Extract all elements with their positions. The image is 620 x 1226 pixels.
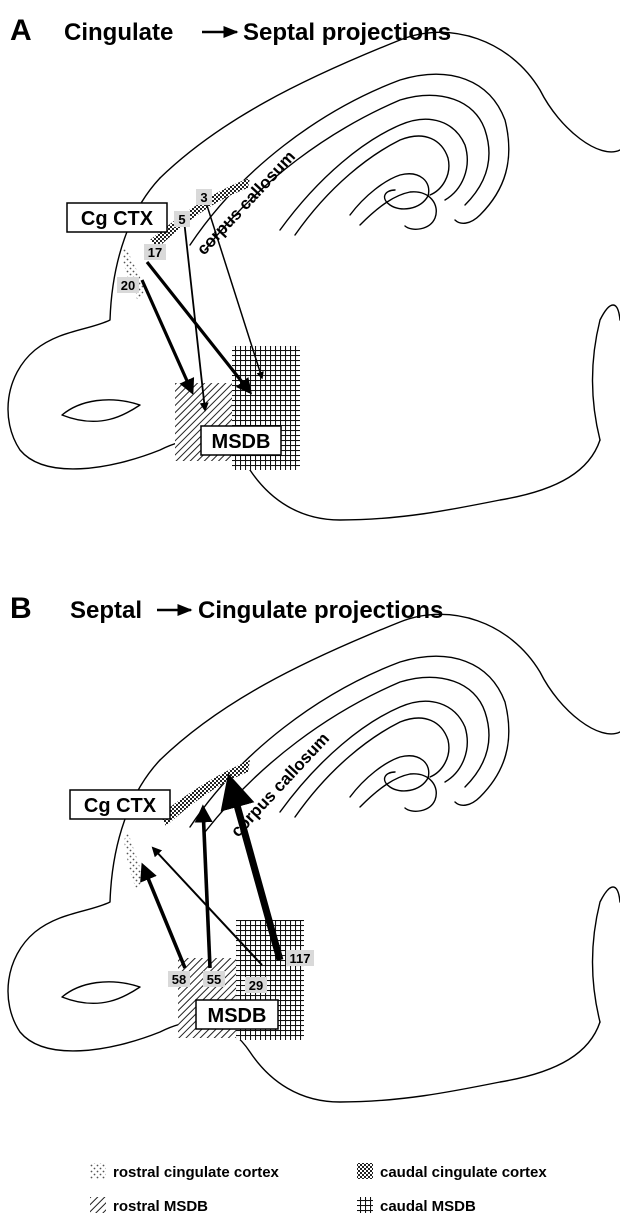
panel-b-brain-outline [8, 614, 620, 1102]
panel-a-arrow-20 [142, 280, 192, 392]
panel-a-title-right: Septal projections [243, 19, 451, 46]
legend-caudal-msdb-label: caudal MSDB [380, 1198, 476, 1215]
legend: rostral cingulate cortex caudal cingulat… [90, 1163, 547, 1215]
panel-b-count-117: 117 [290, 951, 311, 966]
panel-a-brain-outline [8, 32, 620, 520]
panel-b-arrow-55 [203, 808, 210, 968]
legend-rostral-cingulate-swatch [90, 1163, 106, 1179]
panel-b-corpus-callosum-label: corpus callosum [227, 729, 333, 841]
legend-caudal-msdb-swatch [357, 1197, 373, 1213]
panel-b-letter: B [10, 592, 32, 625]
legend-rostral-cingulate-label: rostral cingulate cortex [113, 1164, 280, 1181]
panel-a-msdb-label: MSDB [212, 431, 271, 453]
panel-b-cg-ctx-label: Cg CTX [84, 795, 157, 817]
panel-a-count-20: 20 [121, 278, 135, 293]
panel-b-count-29: 29 [249, 978, 263, 993]
legend-rostral-msdb-swatch [90, 1197, 106, 1213]
panel-a: A Cingulate Septal projections 3 5 17 20… [8, 14, 620, 520]
panel-b-title-left: Septal [70, 597, 142, 624]
panel-a-title-left: Cingulate [64, 19, 173, 46]
panel-a-count-5: 5 [178, 212, 185, 227]
panel-b-arrow-58 [143, 866, 185, 968]
panel-a-cg-ctx-label: Cg CTX [81, 208, 154, 230]
panel-a-count-17: 17 [148, 245, 162, 260]
legend-caudal-cingulate-swatch [357, 1163, 373, 1179]
panel-a-letter: A [10, 14, 32, 47]
panel-b-count-55: 55 [207, 972, 221, 987]
panel-b: B Septal Cingulate projections 58 55 29 … [8, 592, 620, 1102]
legend-rostral-msdb-label: rostral MSDB [113, 1198, 208, 1215]
panel-b-count-58: 58 [172, 972, 186, 987]
legend-caudal-cingulate-label: caudal cingulate cortex [380, 1164, 547, 1181]
panel-b-rostral-cingulate-patch [124, 832, 144, 888]
panel-b-msdb-label: MSDB [208, 1005, 267, 1027]
panel-a-count-3: 3 [200, 190, 207, 205]
